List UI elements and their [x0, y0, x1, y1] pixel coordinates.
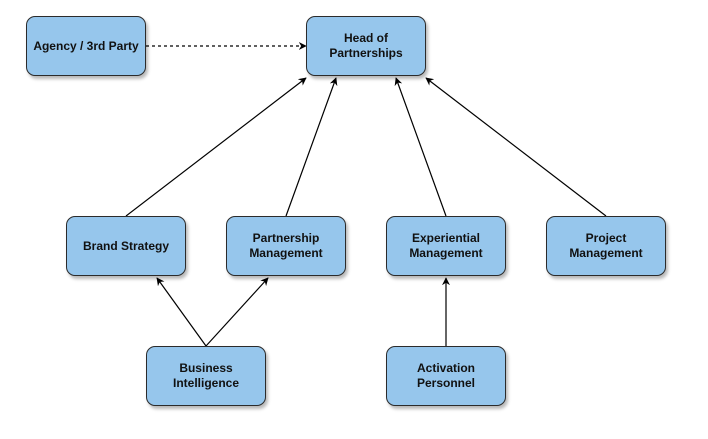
edge-partnership-to-head — [285, 77, 338, 217]
node-project-management[interactable]: Project Management — [546, 216, 666, 276]
node-partnership-management[interactable]: Partnership Management — [226, 216, 346, 276]
edge-bi-to-brand — [156, 277, 207, 347]
node-experiential-management[interactable]: Experiential Management — [386, 216, 506, 276]
node-brand-strategy[interactable]: Brand Strategy — [66, 216, 186, 276]
node-label: Partnership Management — [249, 231, 323, 260]
node-head-of-partnerships[interactable]: Head of Partnerships — [306, 16, 426, 76]
node-business-intelligence[interactable]: Business Intelligence — [146, 346, 266, 406]
node-label: Business Intelligence — [172, 361, 240, 390]
node-label: Experiential Management — [409, 231, 483, 260]
node-label: Brand Strategy — [82, 238, 170, 253]
node-label: Agency / 3rd Party — [33, 38, 139, 53]
edge-bi-to-partnership — [205, 277, 269, 347]
node-label: Project Management — [569, 231, 643, 260]
node-label: Head of Partnerships — [329, 31, 403, 60]
edge-brand-to-head — [125, 77, 307, 217]
edge-experiential-to-head — [394, 77, 447, 217]
node-agency-3rd-party[interactable]: Agency / 3rd Party — [26, 16, 146, 76]
node-activation-personnel[interactable]: Activation Personnel — [386, 346, 506, 406]
edge-project-to-head — [425, 77, 607, 217]
node-label: Activation Personnel — [416, 361, 476, 390]
